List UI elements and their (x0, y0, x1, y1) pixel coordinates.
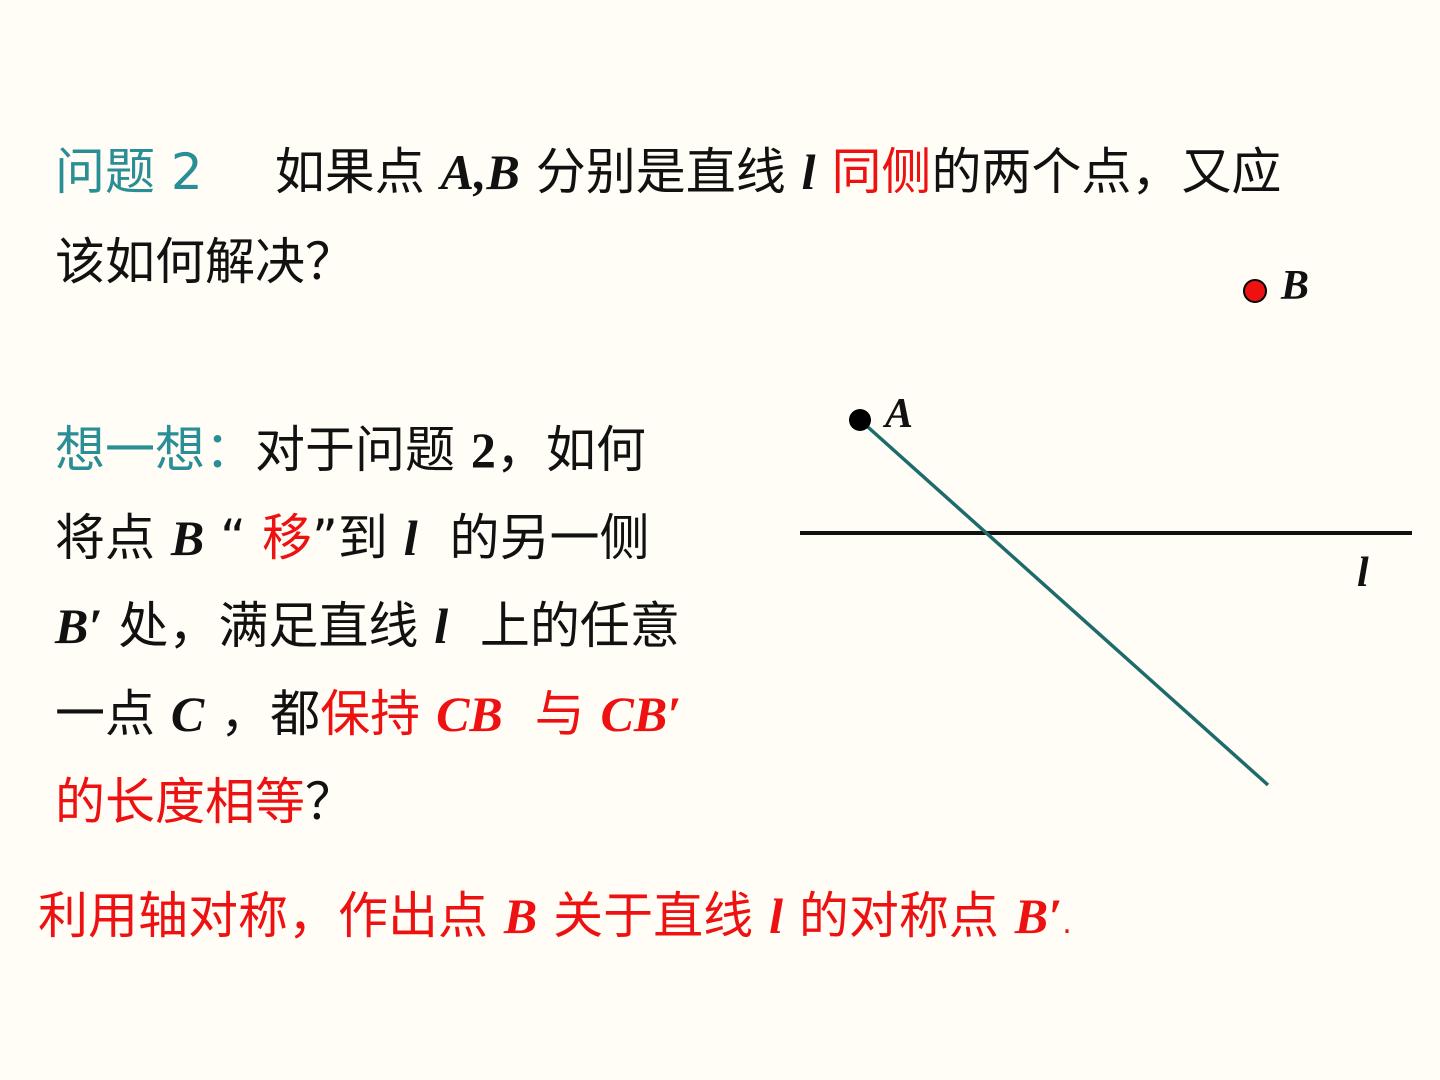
think-l3-l: l (434, 598, 449, 654)
label-B: B (1281, 263, 1310, 309)
answer-l: l (769, 888, 783, 944)
think-l4-CBp: CB′ (600, 686, 682, 742)
think-l2-end: 的另一侧 (417, 509, 650, 567)
answer-text-2: 关于直线 (537, 887, 770, 945)
think-line-5: 的长度相等？ (55, 772, 355, 832)
think-line-1: 想一想：对于问题 2，如何 (55, 420, 646, 480)
problem-label: 问题 2 (55, 143, 203, 201)
problem-text-2: 分别是直线 (519, 143, 802, 201)
think-l2-B: B (170, 510, 205, 566)
think-line-3: B′ 处，满足直线 l 上的任意 (55, 596, 680, 656)
answer-text-3: 的对称点 (782, 887, 1015, 945)
think-l1-text: 对于问题 (255, 421, 471, 479)
same-side-highlight: 同侧 (831, 143, 932, 201)
think-l2-l: l (403, 510, 418, 566)
think-label: 想一想： (55, 421, 255, 479)
think-l5-end: ？ (305, 773, 355, 831)
think-l4-CB: CB (436, 686, 503, 742)
think-l3-text: 处，满足直线 (102, 597, 435, 655)
think-l2-a: 将点 (55, 509, 171, 567)
answer-line: 利用轴对称，作出点 B 关于直线 l 的对称点 B′. (38, 886, 1072, 954)
think-l4-b: ，都 (220, 685, 321, 743)
think-l2-quote-open: “ (220, 509, 262, 567)
label-A: A (885, 391, 914, 437)
problem-text-3: 的两个点，又应 (931, 143, 1282, 201)
think-l4-C: C (170, 686, 205, 742)
answer-B: B (503, 888, 538, 944)
think-l4-a: 一点 (55, 685, 171, 743)
problem-text-1: 如果点 (274, 143, 441, 201)
line-var: l (801, 144, 816, 200)
problem-line-2: 该如何解决？ (55, 232, 355, 292)
point-A (849, 409, 871, 431)
think-l4-keep: 保持 (320, 685, 437, 743)
answer-dot: . (1062, 906, 1072, 941)
think-line-4: 一点 C ，都保持 CB 与 CB′ (55, 684, 681, 744)
think-l5-red: 的长度相等 (55, 773, 305, 831)
think-l1-end: ，如何 (495, 421, 646, 479)
think-l1-num: 2 (470, 422, 496, 478)
problem-line-1: 问题 2 如果点 A,B 分别是直线 l 同侧的两个点，又应 (55, 142, 1281, 202)
segment-from-A (858, 418, 1270, 787)
think-l3-end: 上的任意 (448, 597, 680, 655)
answer-text-1: 利用轴对称，作出点 (38, 887, 504, 945)
points-AB: A,B (440, 144, 520, 200)
think-l2-quote-close: ”到 (311, 509, 404, 567)
think-l3-Bp: B′ (55, 598, 103, 654)
label-l: l (1357, 550, 1369, 596)
think-l4-and: 与 (502, 685, 601, 743)
think-l2-move: 移 (261, 509, 312, 567)
point-B (1243, 279, 1267, 303)
problem-text-4: 该如何解决？ (55, 233, 355, 291)
answer-Bp: B′ (1014, 888, 1063, 944)
think-line-2: 将点 B “ 移”到 l 的另一侧 (55, 508, 649, 568)
